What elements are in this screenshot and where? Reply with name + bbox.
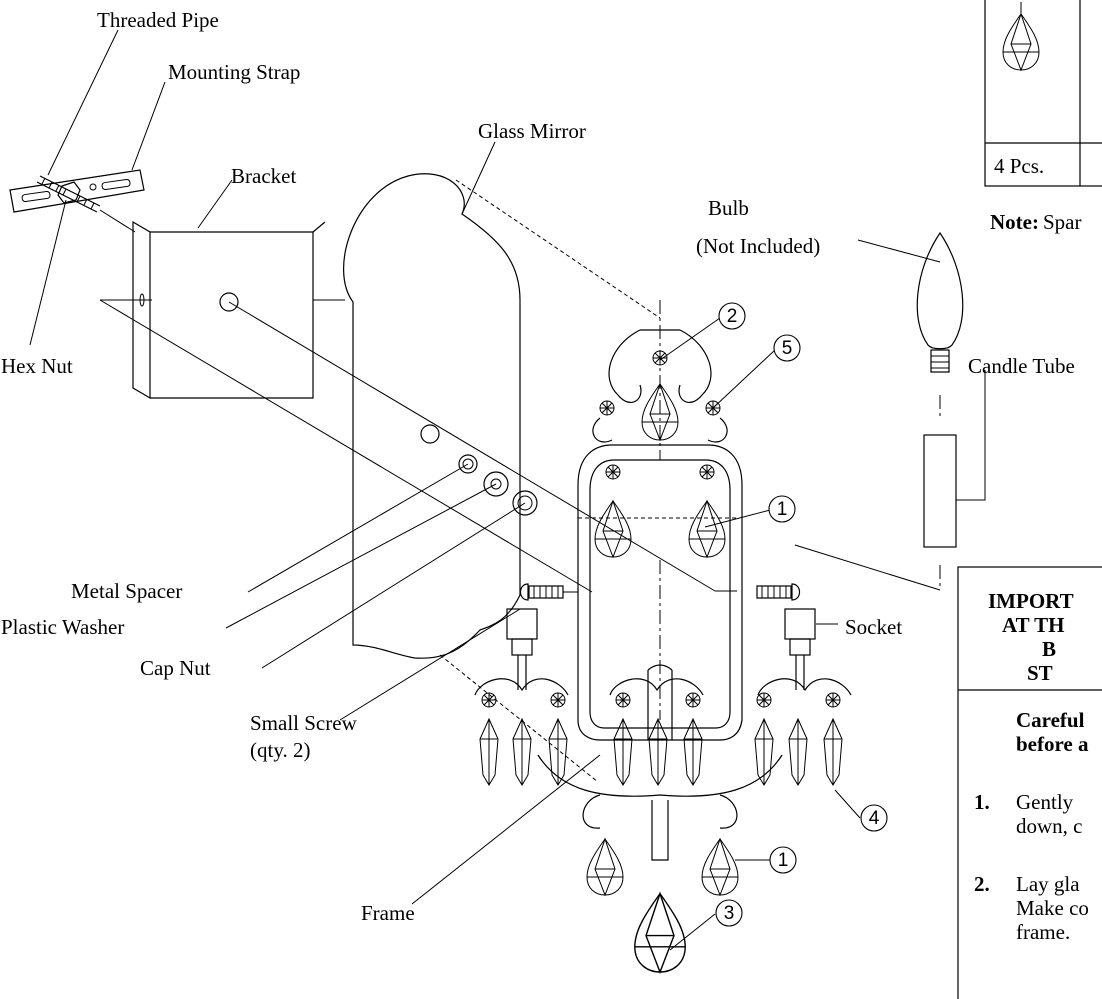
label-bracket: Bracket (231, 164, 296, 188)
label-bulb-line2: (Not Included) (696, 234, 820, 258)
important-box: IMPORT AT TH B ST Careful before a 1. Ge… (957, 566, 1102, 999)
svg-text:5: 5 (782, 338, 793, 359)
svg-text:4: 4 (869, 808, 880, 829)
crystal-bottom-left (586, 838, 624, 896)
step-2-num: 2. (974, 872, 990, 896)
bracket (100, 220, 345, 400)
small-screw-left (519, 583, 578, 601)
label-cap-nut: Cap Nut (140, 656, 211, 680)
important-subtitle1: Careful (1016, 708, 1085, 732)
parts-table: 4 Pcs. (984, 0, 1102, 187)
cap-nut (512, 490, 538, 516)
label-small-screw-line1: Small Screw (250, 711, 358, 735)
label-frame: Frame (361, 901, 415, 925)
frame (537, 329, 783, 861)
important-line1: IMPORT (988, 589, 1074, 613)
metal-spacer (458, 454, 478, 474)
step-1-num: 1. (974, 790, 990, 814)
candle-tube (923, 434, 957, 548)
svg-text:1: 1 (777, 499, 788, 520)
important-line4: ST (1027, 661, 1053, 685)
bulb (916, 231, 964, 373)
callout-3: 3 (715, 899, 743, 927)
crystal-bead-2 (652, 350, 668, 366)
label-threaded-pipe: Threaded Pipe (97, 8, 219, 32)
label-bulb-line1: Bulb (708, 196, 749, 220)
important-line2: AT TH (1002, 613, 1064, 637)
step-2-line2: Make co (1016, 896, 1089, 920)
mounting-strap (9, 169, 145, 213)
callout-1a: 1 (768, 495, 796, 523)
crystal-bottom-center (634, 892, 686, 973)
label-small-screw-line2: (qty. 2) (250, 738, 310, 762)
note-text: Spar (1043, 210, 1082, 234)
socket-right (784, 608, 816, 690)
callout-5: 5 (773, 334, 801, 362)
callout-4: 4 (860, 804, 888, 832)
step-1-line2: down, c (1016, 814, 1083, 838)
label-glass-mirror: Glass Mirror (478, 119, 586, 143)
parts-table-qty: 4 Pcs. (994, 154, 1044, 178)
label-socket: Socket (845, 615, 902, 639)
label-mounting-strap: Mounting Strap (168, 60, 300, 84)
important-subtitle2: before a (1016, 732, 1089, 756)
step-2-line1: Lay gla (1016, 872, 1080, 896)
parts-table-note: Note:Spar (990, 210, 1081, 234)
step-2-line3: frame. (1016, 920, 1070, 944)
svg-text:1: 1 (778, 850, 789, 871)
glass-mirror (343, 173, 521, 659)
crystal-bottom-right (701, 838, 739, 896)
step-1-line1: Gently (1016, 790, 1074, 814)
plastic-washer (483, 471, 509, 497)
small-screw-right (756, 583, 801, 601)
bead-left (605, 464, 621, 480)
bead-right (699, 464, 715, 480)
svg-text:2: 2 (727, 306, 738, 327)
parts-table-crystal-icon (1002, 13, 1040, 71)
hex-nut (57, 181, 81, 204)
threaded-pipe (36, 175, 101, 213)
crystal-left-1 (594, 500, 632, 558)
socket-left (506, 608, 538, 690)
important-line3: B (1042, 637, 1056, 661)
crystal-right-1 (688, 500, 726, 558)
arm-crystals (474, 678, 852, 786)
callout-2: 2 (718, 302, 746, 330)
label-hex-nut: Hex Nut (1, 354, 73, 378)
leader-lines (29, 29, 941, 951)
callout-1b: 1 (769, 846, 797, 874)
crystal-bead-5a (599, 400, 615, 416)
label-metal-spacer: Metal Spacer (71, 579, 182, 603)
svg-text:3: 3 (724, 903, 735, 924)
label-candle-tube: Candle Tube (968, 354, 1075, 378)
label-plastic-washer: Plastic Washer (1, 615, 124, 639)
